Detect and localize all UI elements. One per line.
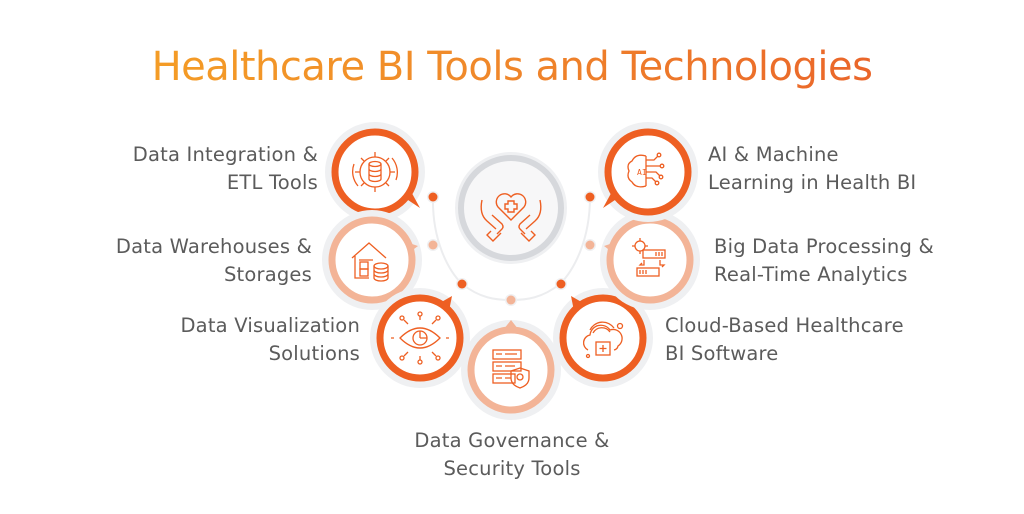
cloud-medical-icon xyxy=(582,321,624,359)
connector-dots xyxy=(427,191,596,306)
bubble-data-warehouses xyxy=(322,210,422,310)
label-data-governance: Data Governance & Security Tools xyxy=(362,427,662,483)
center-hub xyxy=(455,152,567,264)
label-line: BI Software xyxy=(665,342,779,365)
gear-data-transfer-icon xyxy=(632,238,666,277)
dot-cloud-bi xyxy=(556,279,566,289)
bubble-data-visualization xyxy=(370,288,470,388)
label-line: ETL Tools xyxy=(226,171,318,194)
heart-in-hands-icon xyxy=(480,193,542,242)
server-shield-gear-icon xyxy=(492,349,530,389)
dot-data-visualization xyxy=(457,279,467,289)
label-line: Security Tools xyxy=(443,457,581,480)
dot-data-governance xyxy=(506,295,516,305)
bubble-ai-ml: AI xyxy=(598,122,698,222)
gear-database-sync-icon xyxy=(352,152,398,192)
label-data-integration: Data Integration & ETL Tools xyxy=(133,141,318,197)
dot-big-data xyxy=(585,240,595,250)
label-line: Cloud-Based Healthcare xyxy=(665,314,904,337)
eye-chart-network-icon xyxy=(391,311,449,365)
bubble-data-integration xyxy=(325,122,425,222)
label-line: AI & Machine xyxy=(708,143,839,166)
label-line: Data Integration & xyxy=(132,143,318,166)
dot-data-integration xyxy=(428,192,438,202)
label-line: Solutions xyxy=(268,342,360,365)
bubble-data-governance xyxy=(461,320,561,420)
label-line: Learning in Health BI xyxy=(708,171,917,194)
label-data-warehouses: Data Warehouses & Storages xyxy=(116,233,312,289)
label-big-data: Big Data Processing & Real-Time Analytic… xyxy=(714,233,934,289)
label-cloud-bi: Cloud-Based Healthcare BI Software xyxy=(665,312,904,368)
page-title: Healthcare BI Tools and Technologies xyxy=(0,44,1024,90)
label-line: Big Data Processing & xyxy=(714,235,934,258)
label-line: Data Warehouses & xyxy=(115,235,312,258)
bubble-big-data xyxy=(600,210,700,310)
dot-ai-ml xyxy=(585,192,595,202)
svg-text:AI: AI xyxy=(637,168,647,177)
label-ai-ml: AI & Machine Learning in Health BI xyxy=(708,141,916,197)
label-line: Real-Time Analytics xyxy=(714,263,908,286)
label-line: Data Governance & xyxy=(414,429,610,452)
warehouse-database-icon xyxy=(351,242,389,282)
label-line: Storages xyxy=(223,263,312,286)
label-line: Data Visualization xyxy=(180,314,360,337)
bubble-cloud-bi xyxy=(553,288,653,388)
label-data-visualization: Data Visualization Solutions xyxy=(180,312,360,368)
ai-brain-circuit-icon: AI xyxy=(627,152,665,188)
dot-data-warehouses xyxy=(428,240,438,250)
